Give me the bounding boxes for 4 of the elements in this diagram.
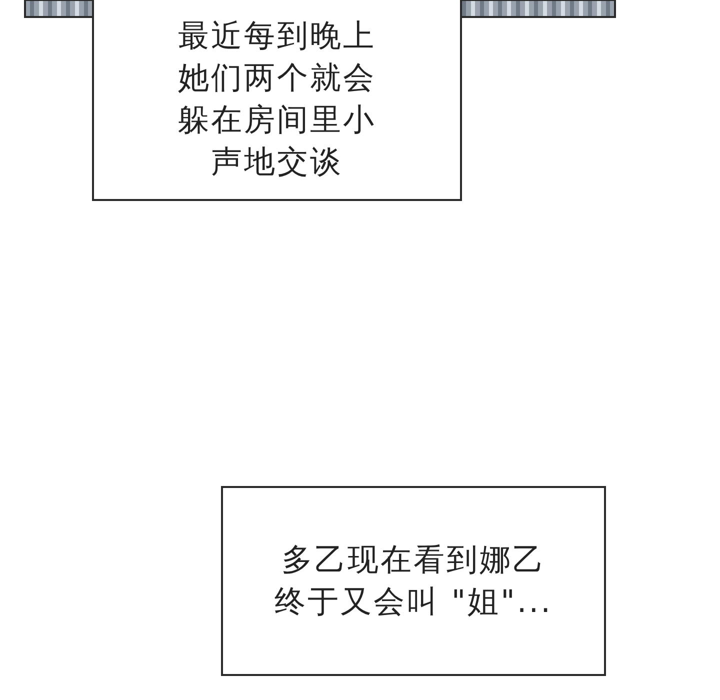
- caption-box: [92, 0, 462, 201]
- caption-box: [221, 486, 606, 676]
- caption-text: 多乙现在看到娜乙终于又会叫 "姐"...: [274, 541, 554, 622]
- caption-text: 最近每到晚上她们两个就会躲在房间里小声地交谈: [177, 16, 377, 182]
